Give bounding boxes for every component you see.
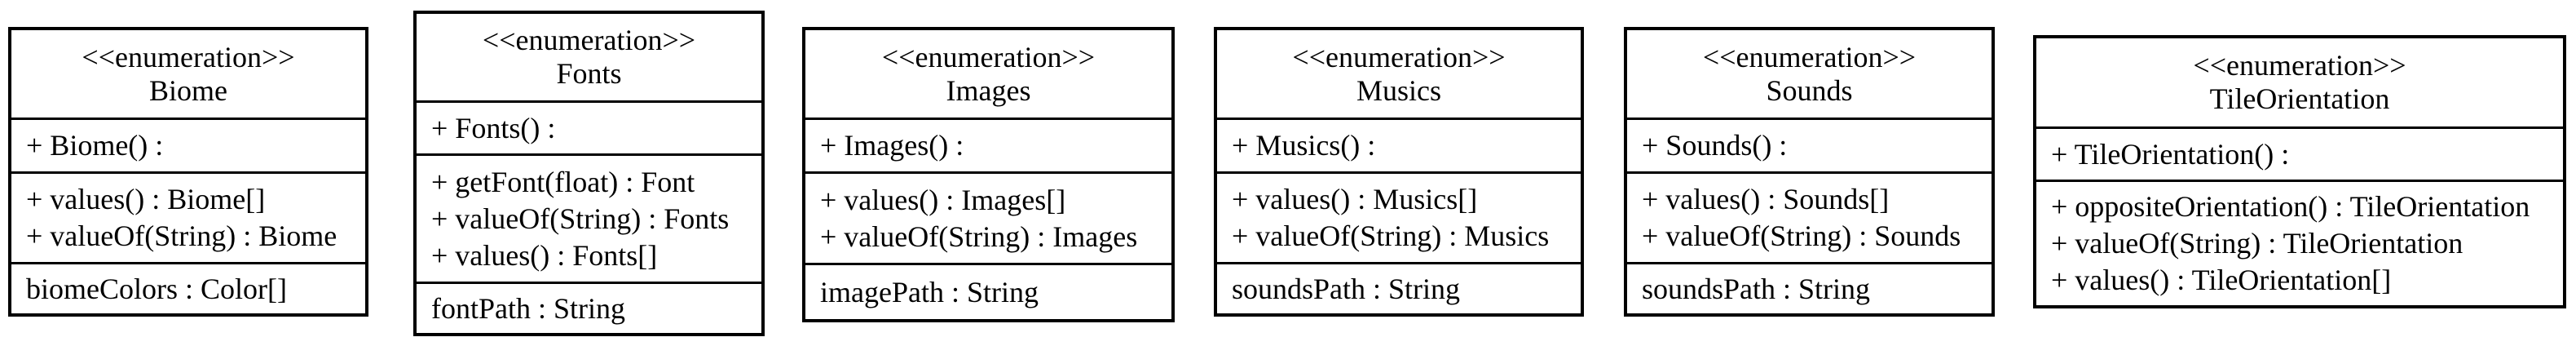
attributes-compartment: imagePath : String: [805, 263, 1171, 319]
class-header: <<enumeration>> Biome: [11, 30, 365, 118]
methods-compartment: + values() : Sounds[] + valueOf(String) …: [1627, 171, 1992, 262]
methods-compartment: + oppositeOrientation() : TileOrientatio…: [2036, 180, 2563, 305]
constructor-compartment: + TileOrientation() :: [2036, 126, 2563, 180]
class-name: Images: [946, 73, 1031, 107]
attributes-compartment: biomeColors : Color[]: [11, 262, 365, 313]
constructor-compartment: + Fonts() :: [417, 100, 761, 153]
class-name: TileOrientation: [2209, 82, 2390, 115]
method-line: + valueOf(String) : Biome: [26, 220, 337, 252]
class-name: Biome: [149, 73, 227, 107]
stereotype-label: <<enumeration>>: [881, 40, 1096, 73]
methods-compartment: + values() : Images[] + valueOf(String) …: [805, 171, 1171, 263]
method-line: + valueOf(String) : Fonts: [431, 202, 730, 235]
attributes-compartment: soundsPath : String: [1627, 262, 1992, 313]
attributes-compartment: fontPath : String: [417, 282, 761, 333]
attribute-line: imagePath : String: [820, 275, 1039, 308]
class-header: <<enumeration>> Musics: [1217, 30, 1581, 118]
class-header: <<enumeration>> Sounds: [1627, 30, 1992, 118]
constructor-compartment: + Images() :: [805, 118, 1171, 171]
constructor-line: + Biome() :: [26, 129, 164, 162]
constructor-line: + Fonts() :: [431, 111, 556, 144]
method-line: + values() : Musics[]: [1232, 183, 1478, 215]
enum-class-fonts: <<enumeration>> Fonts + Fonts() : + getF…: [413, 11, 765, 336]
constructor-line: + TileOrientation() :: [2051, 137, 2290, 171]
class-name: Fonts: [556, 57, 622, 90]
constructor-compartment: + Musics() :: [1217, 118, 1581, 171]
enum-class-musics: <<enumeration>> Musics + Musics() : + va…: [1214, 27, 1584, 317]
methods-compartment: + getFont(float) : Font + valueOf(String…: [417, 153, 761, 282]
method-line: + values() : Fonts[]: [431, 238, 658, 272]
enum-class-biome: <<enumeration>> Biome + Biome() : + valu…: [8, 27, 368, 317]
method-line: + values() : Sounds[]: [1642, 183, 1890, 215]
stereotype-label: <<enumeration>>: [482, 24, 696, 56]
enum-class-sounds: <<enumeration>> Sounds + Sounds() : + va…: [1624, 27, 1995, 317]
attributes-compartment: soundsPath : String: [1217, 262, 1581, 313]
method-line: + values() : TileOrientation[]: [2051, 264, 2392, 296]
class-header: <<enumeration>> TileOrientation: [2036, 38, 2563, 126]
enum-class-tileorientation: <<enumeration>> TileOrientation + TileOr…: [2033, 35, 2566, 308]
enum-class-images: <<enumeration>> Images + Images() : + va…: [802, 27, 1175, 322]
attribute-line: fontPath : String: [431, 291, 626, 325]
method-line: + valueOf(String) : Musics: [1232, 220, 1550, 252]
attribute-line: soundsPath : String: [1232, 272, 1461, 305]
method-line: + getFont(float) : Font: [431, 165, 695, 198]
class-header: <<enumeration>> Images: [805, 30, 1171, 118]
method-line: + values() : Biome[]: [26, 183, 266, 215]
constructor-compartment: + Sounds() :: [1627, 118, 1992, 171]
attribute-line: soundsPath : String: [1642, 272, 1871, 305]
method-line: + oppositeOrientation() : TileOrientatio…: [2051, 190, 2530, 223]
stereotype-label: <<enumeration>>: [1702, 40, 1917, 73]
method-line: + valueOf(String) : TileOrientation: [2051, 227, 2464, 260]
stereotype-label: <<enumeration>>: [82, 40, 295, 73]
attribute-line: biomeColors : Color[]: [26, 272, 287, 305]
methods-compartment: + values() : Musics[] + valueOf(String) …: [1217, 171, 1581, 262]
class-name: Musics: [1356, 73, 1441, 107]
method-line: + valueOf(String) : Images: [820, 220, 1138, 253]
stereotype-label: <<enumeration>>: [1292, 40, 1506, 73]
constructor-line: + Sounds() :: [1642, 129, 1788, 162]
constructor-line: + Images() :: [820, 129, 964, 162]
methods-compartment: + values() : Biome[] + valueOf(String) :…: [11, 171, 365, 262]
stereotype-label: <<enumeration>>: [2193, 49, 2406, 82]
method-line: + values() : Images[]: [820, 183, 1066, 216]
class-header: <<enumeration>> Fonts: [417, 14, 761, 100]
constructor-compartment: + Biome() :: [11, 118, 365, 171]
method-line: + valueOf(String) : Sounds: [1642, 220, 1961, 252]
constructor-line: + Musics() :: [1232, 129, 1376, 162]
class-name: Sounds: [1766, 73, 1853, 107]
